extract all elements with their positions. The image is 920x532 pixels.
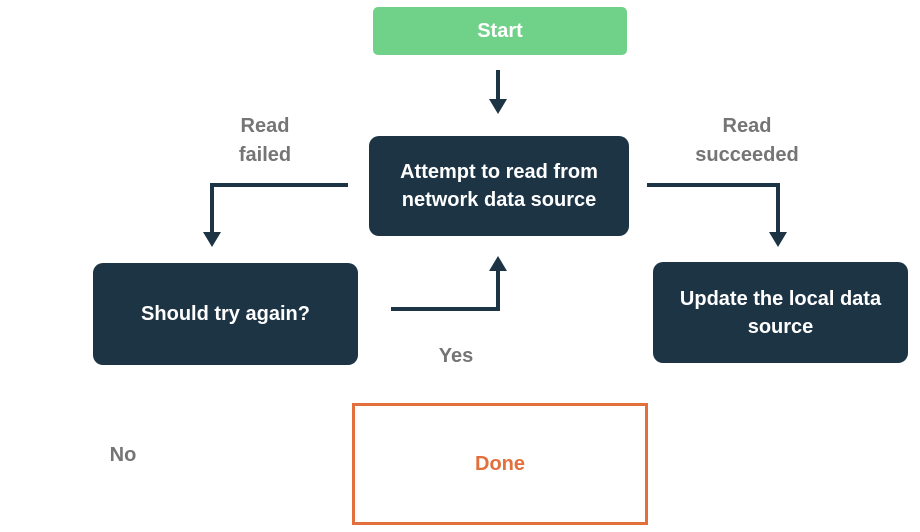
- should-try-again-node: Should try again?: [93, 263, 358, 365]
- update-local-data-node-label: Update the local data source: [679, 287, 882, 338]
- start-node-label: Start: [477, 20, 523, 42]
- read-succeeded-edge-label: Read succeeded: [695, 115, 799, 166]
- done-node: Done: [352, 403, 648, 525]
- update-local-data-node: Update the local data source: [653, 262, 908, 363]
- should-try-again-node-label: Should try again?: [141, 303, 310, 325]
- yes-edge-label: Yes: [438, 345, 474, 367]
- read-failed-edge-label: Read failed: [238, 115, 292, 166]
- start-to-attempt-arrow: [489, 70, 507, 114]
- attempt-to-should-try-arrow: [203, 183, 348, 247]
- done-node-label: Done: [475, 453, 525, 475]
- no-edge-label: No: [109, 444, 137, 466]
- yes-return-arrow: [391, 256, 507, 311]
- attempt-read-node: Attempt to read from network data source: [369, 136, 629, 236]
- start-node: Start: [373, 7, 627, 55]
- attempt-read-node-label: Attempt to read from network data source: [400, 161, 598, 211]
- attempt-to-update-arrow: [647, 183, 787, 247]
